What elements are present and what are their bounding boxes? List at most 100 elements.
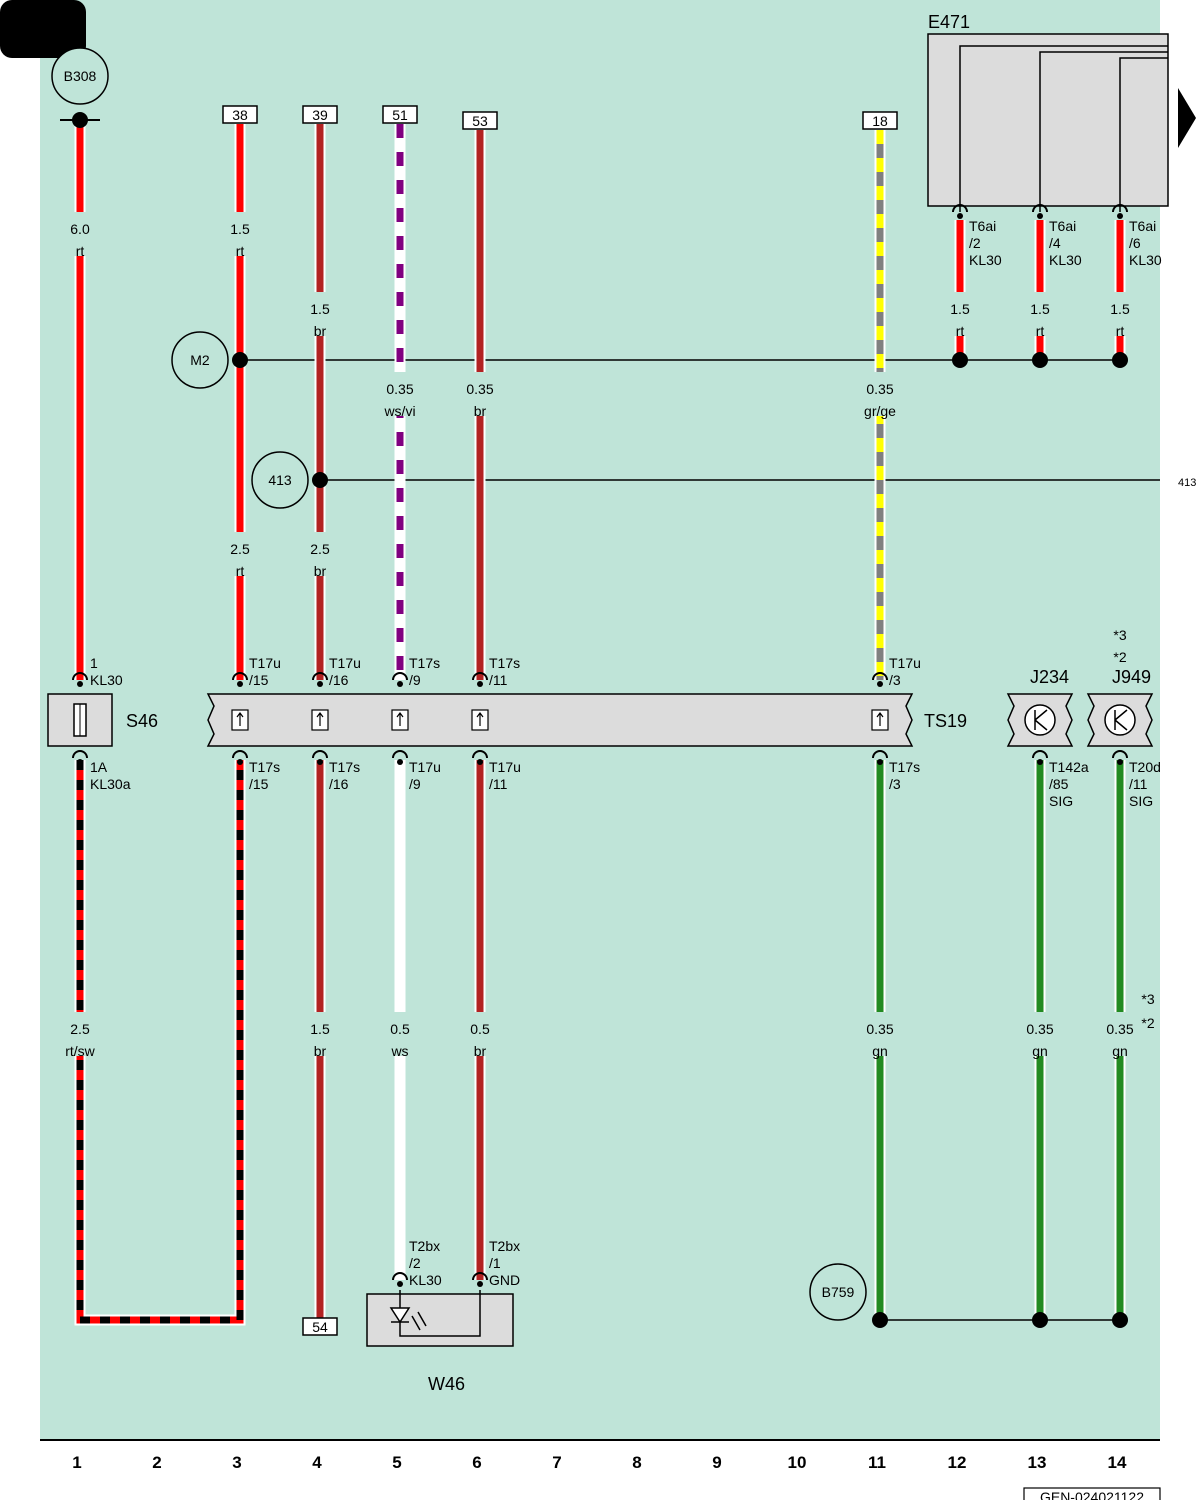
column-number: 3 <box>232 1453 241 1472</box>
pin-label: /2 <box>969 235 981 251</box>
wire-w5-bot <box>374 760 426 1280</box>
terminal-label: 38 <box>232 107 248 123</box>
column-number: 12 <box>948 1453 967 1472</box>
s46-fuse: S46 <box>47 693 158 747</box>
wire-w13 <box>1014 220 1066 360</box>
wire-w1-top <box>54 120 106 680</box>
wire-color-label: rt <box>956 323 965 339</box>
wire-size-label: 0.5 <box>470 1021 490 1037</box>
pin-connector-icon <box>1032 750 1048 759</box>
terminal-label: 51 <box>392 107 408 123</box>
s46-label: S46 <box>126 711 158 731</box>
wire-w4-top <box>294 124 346 480</box>
column-number: 1 <box>72 1453 81 1472</box>
wire-w1-bot <box>54 760 246 1326</box>
terminal-box <box>302 1317 338 1336</box>
pin-connector-icon <box>232 750 248 759</box>
pin-label: T17u <box>409 759 441 775</box>
reference-circle <box>171 331 229 389</box>
pin-label: T17s <box>489 655 520 671</box>
wire-color-label: br <box>474 403 487 419</box>
wire-color-label: br <box>314 323 327 339</box>
footnote-label: *2 <box>1141 1015 1154 1031</box>
pin-connector-icon <box>232 672 248 681</box>
wire-size-label: 0.5 <box>390 1021 410 1037</box>
pin-label: SIG <box>1129 793 1153 809</box>
splice-dot <box>952 352 968 368</box>
j234-component: J234 <box>1006 667 1074 747</box>
pin-connector-icon <box>1112 204 1128 213</box>
wire-w5-top <box>374 124 426 680</box>
pin-connector-icon <box>952 204 968 213</box>
wire-color-label: gn <box>1112 1043 1128 1059</box>
pin-label: 1A <box>90 759 108 775</box>
w46-label: W46 <box>428 1374 465 1394</box>
wire-color-label: gn <box>872 1043 888 1059</box>
footnote-label: *3 <box>1113 627 1126 643</box>
pin-label: SIG <box>1049 793 1073 809</box>
pin-label: /9 <box>409 776 421 792</box>
pin-label: /3 <box>889 672 901 688</box>
pin-label: KL30 <box>1129 252 1162 268</box>
wire-w12 <box>934 220 986 360</box>
wire-w6-bot <box>454 760 506 1280</box>
terminal-box <box>462 111 498 130</box>
reference-label: B308 <box>64 68 97 84</box>
wire-size-label: 0.35 <box>866 381 893 397</box>
pin-label: GND <box>489 1272 520 1288</box>
pin-connector-icon <box>472 750 488 759</box>
wire-color-label: rt/sw <box>65 1043 95 1059</box>
wire-w14-bot <box>1094 760 1146 1320</box>
wire-color-label: rt <box>1116 323 1125 339</box>
pin-connector-icon <box>472 1272 488 1281</box>
pin-label: KL30 <box>90 672 123 688</box>
pin-connector-icon <box>312 750 328 759</box>
wire-color-label: ws <box>390 1043 408 1059</box>
wire-color-label: gr/ge <box>864 403 896 419</box>
pin-label: /4 <box>1049 235 1061 251</box>
pin-label: /9 <box>409 672 421 688</box>
pin-label: /15 <box>249 672 269 688</box>
w46-lamp: W46 <box>366 1290 514 1394</box>
splice-dot <box>232 352 248 368</box>
continue-arrow-icon <box>1178 88 1196 148</box>
terminal-box <box>222 105 258 124</box>
wire-color-label: ws/vi <box>383 403 415 419</box>
j949-label: J949 <box>1112 667 1151 687</box>
footer-code: GEN-024021122 <box>1040 1489 1144 1500</box>
wire-w6-top <box>454 130 506 680</box>
splice-dot <box>1112 1312 1128 1328</box>
pin-label: T17u <box>329 655 361 671</box>
splice-dot <box>872 1312 888 1328</box>
footnote-label: *2 <box>1113 649 1126 665</box>
pin-label: /2 <box>409 1255 421 1271</box>
column-number: 7 <box>552 1453 561 1472</box>
wire-size-label: 1.5 <box>310 301 330 317</box>
column-number: 14 <box>1108 1453 1127 1472</box>
pin-label: 1 <box>90 655 98 671</box>
reference-circle <box>251 451 309 509</box>
pin-label: T2bx <box>489 1238 520 1254</box>
wire-color-label: br <box>314 563 327 579</box>
terminal-box <box>302 105 338 124</box>
splice-dot <box>1032 1312 1048 1328</box>
wire-color-label: rt <box>1036 323 1045 339</box>
splice-dot <box>1032 352 1048 368</box>
terminal-box <box>862 111 898 130</box>
terminal-label: 54 <box>312 1319 328 1335</box>
wire-w11-top <box>854 130 906 680</box>
ts19-connector: TS19 <box>206 693 967 747</box>
wire-w3-mid <box>214 360 266 680</box>
wire-size-label: 6.0 <box>70 221 90 237</box>
pin-connector-icon <box>1112 750 1128 759</box>
pin-label: T17s <box>409 655 440 671</box>
reference-circle <box>51 47 109 105</box>
pin-label: KL30 <box>409 1272 442 1288</box>
pin-connector-icon <box>72 750 88 759</box>
wire-color-label: rt <box>236 563 245 579</box>
wire-size-label: 0.35 <box>466 381 493 397</box>
pin-connector-icon <box>312 672 328 681</box>
wire-size-label: 0.35 <box>1106 1021 1133 1037</box>
column-number: 5 <box>392 1453 401 1472</box>
pin-connector-icon <box>872 672 888 681</box>
